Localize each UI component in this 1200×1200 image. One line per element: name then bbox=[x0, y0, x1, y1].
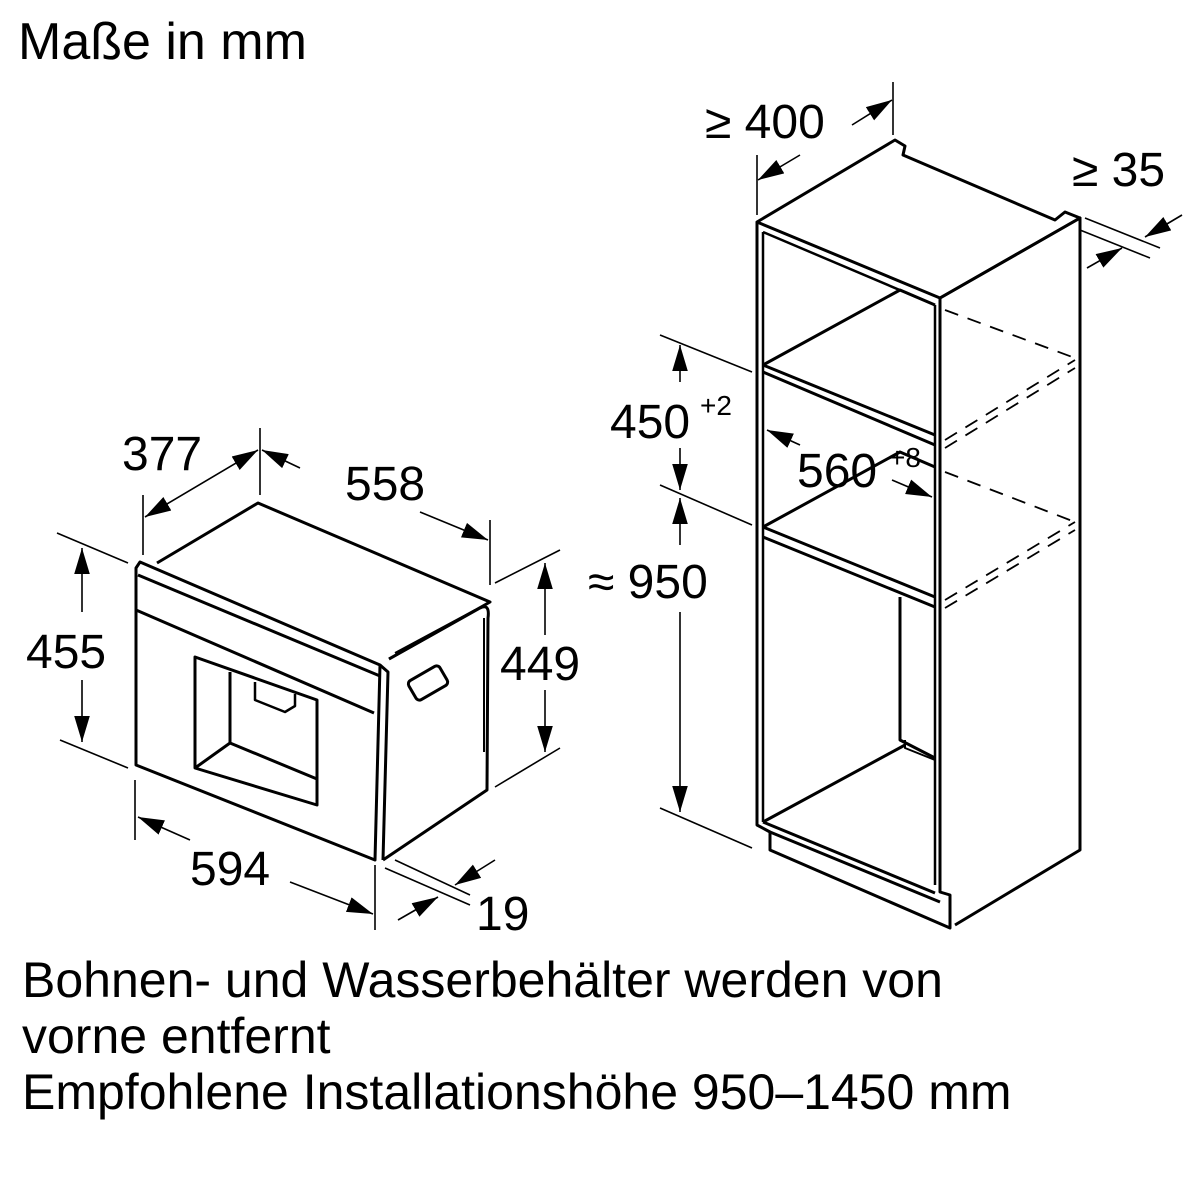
page-title: Maße in mm bbox=[18, 13, 307, 71]
appliance-dimension-labels: 377 558 455 449 594 19 bbox=[26, 428, 580, 941]
note-line-3: Empfohlene Installationshöhe 950–1450 mm bbox=[22, 1064, 1012, 1120]
front-panel-label: 19 bbox=[476, 888, 529, 941]
note-line-2: vorne entfernt bbox=[22, 1008, 331, 1064]
niche-depth-tolerance: +8 bbox=[889, 442, 921, 473]
coffee-machine-drawing bbox=[134, 501, 492, 862]
front-height-label: 455 bbox=[26, 626, 106, 679]
cabinet-dimension-labels: ≥ 400 ≥ 35 450 +2 560 +8 ≈ 950 bbox=[588, 96, 1165, 609]
appliance-dimension-lines bbox=[56, 428, 561, 930]
installation-notes: Bohnen- und Wasserbehälter werden von vo… bbox=[22, 952, 1012, 1120]
front-width-label: 594 bbox=[190, 843, 270, 896]
body-height-label: 449 bbox=[500, 638, 580, 691]
min-gap-label: ≥ 35 bbox=[1072, 144, 1165, 197]
min-depth-label: ≥ 400 bbox=[705, 96, 825, 149]
install-height-label: ≈ 950 bbox=[588, 556, 708, 609]
niche-height-label: 450 bbox=[610, 396, 690, 449]
tall-cabinet-drawing bbox=[755, 138, 1082, 930]
note-line-1: Bohnen- und Wasserbehälter werden von bbox=[22, 952, 943, 1008]
cabinet-hidden-edges bbox=[944, 309, 1076, 609]
width-label: 558 bbox=[345, 458, 425, 511]
cabinet-dimension-lines bbox=[659, 82, 1183, 849]
depth-label: 377 bbox=[122, 428, 202, 481]
niche-depth-label: 560 bbox=[797, 445, 877, 498]
niche-height-tolerance: +2 bbox=[700, 390, 732, 421]
